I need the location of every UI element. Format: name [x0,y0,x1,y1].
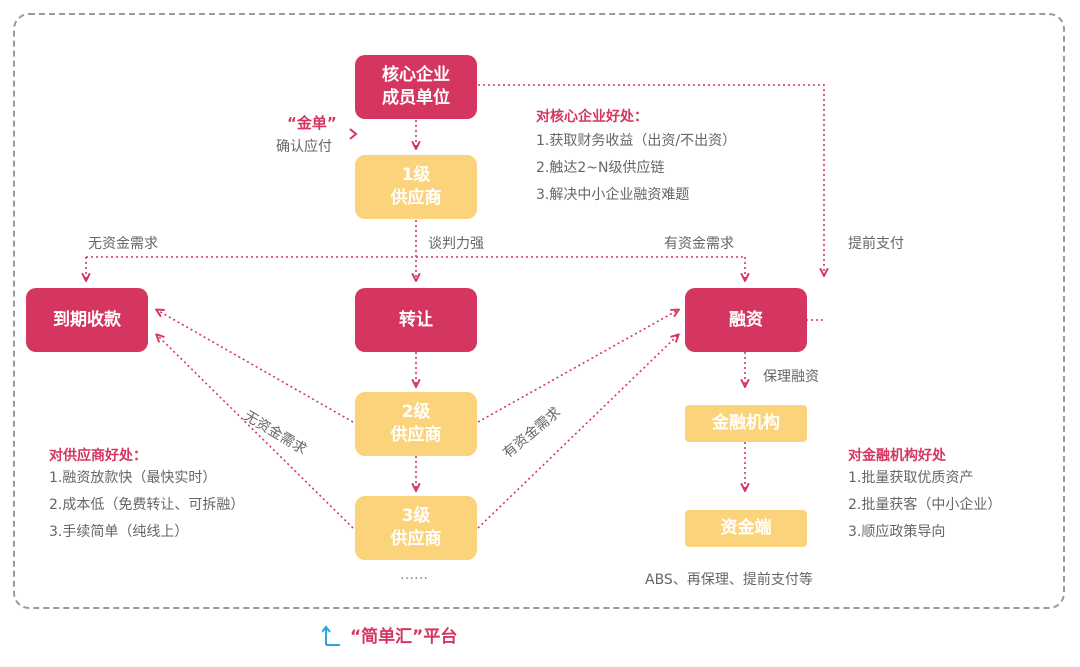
label-funding-need-top: 有资金需求 [664,236,734,252]
node-transfer: 转让 [355,288,477,352]
node-financing: 融资 [685,288,807,352]
institution-benefits-title: 对金融机构好处 [848,448,946,464]
label-factoring: 保理融资 [763,369,819,385]
supplier-benefits-title: 对供应商好处： [49,448,147,464]
node-supplier-3: 3级 供应商 [355,496,477,560]
list-item: 2.批量获客（中小企业） [848,497,1002,513]
corner-up-arrow-icon [322,624,340,646]
node-supplier-2: 2级 供应商 [355,392,477,456]
core-benefits-list: 1.获取财务收益（出资/不出资） 2.触达2~N级供应链 3.解决中小企业融资难… [536,128,736,209]
list-item: 3.解决中小企业融资难题 [536,187,690,203]
list-item: 1.批量获取优质资产 [848,470,974,486]
supplier-benefits-list: 1.融资放款快（最快实时） 2.成本低（免费转让、可拆融） 3.手续简单（纯线上… [49,465,244,546]
list-item: 3.手续简单（纯线上） [49,524,189,540]
label-abs-note: ABS、再保理、提前支付等 [645,572,813,588]
supplier3-to-maturity-connector [157,335,354,529]
supplier2-to-maturity-connector [157,310,354,423]
golden-note-subtitle: 确认应付 [276,139,332,155]
list-item: 2.触达2~N级供应链 [536,160,665,176]
list-item: 1.获取财务收益（出资/不出资） [536,133,737,149]
list-item: 3.顺应政策导向 [848,524,946,540]
core-to-financing-connector [478,84,824,275]
platform-boundary [13,13,1065,609]
label-ellipsis: …… [400,567,428,583]
supplier3-to-financing-connector [477,335,678,529]
core-benefits-title: 对核心企业好处： [536,109,648,125]
platform-label: “简单汇”平台 [350,627,458,647]
list-item: 1.融资放款快（最快实时） [49,470,217,486]
platform-caption: “简单汇”平台 [322,622,457,647]
list-item: 2.成本低（免费转让、可拆融） [49,497,245,513]
label-early-payment: 提前支付 [848,236,904,252]
institution-benefits-list: 1.批量获取优质资产 2.批量获客（中小企业） 3.顺应政策导向 [848,465,1001,546]
node-financial-institution: 金融机构 [685,405,807,442]
supplier2-to-financing-connector [477,310,678,423]
node-maturity-payment: 到期收款 [26,288,148,352]
node-supplier-1: 1级 供应商 [355,155,477,219]
label-strong-bargaining: 谈判力强 [428,236,484,252]
chevron-right-icon [349,128,358,140]
golden-note-title: “金单” [287,114,337,132]
node-core-enterprise: 核心企业 成员单位 [355,55,477,119]
node-capital-side: 资金端 [685,510,807,547]
label-no-funding-need-top: 无资金需求 [88,236,158,252]
